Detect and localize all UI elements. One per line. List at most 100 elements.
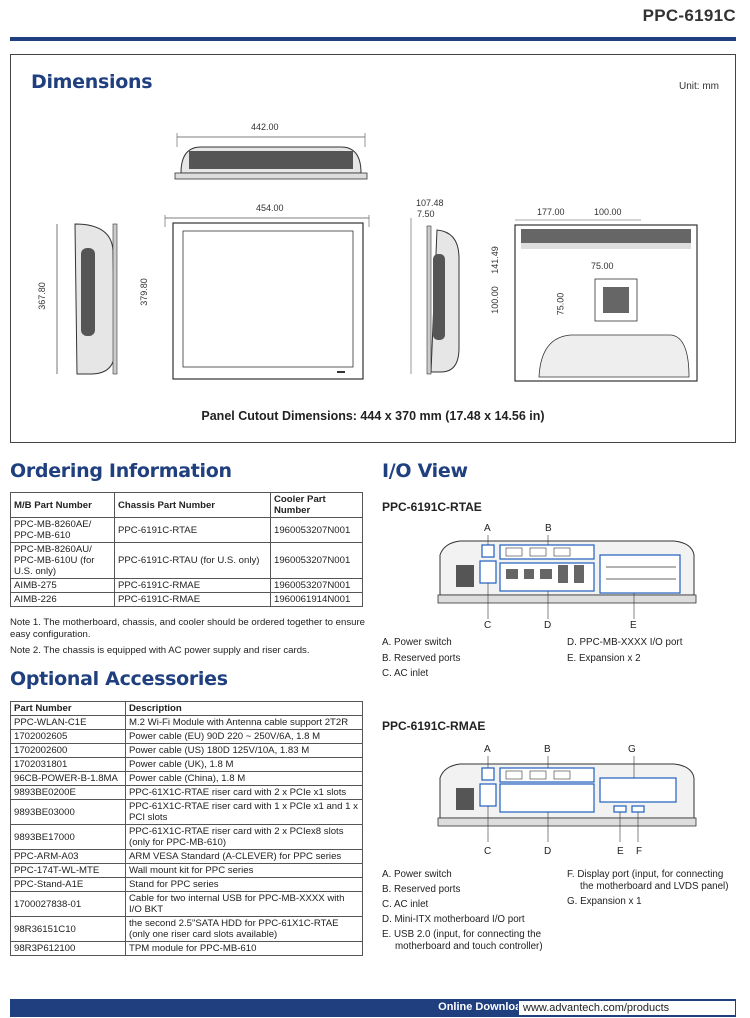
table-cell: PPC-ARM-A03 [10, 849, 126, 864]
accessories-header-description: Description [125, 701, 363, 716]
table-cell: 1702031801 [10, 757, 126, 772]
table-cell: PPC-MB-8260AU/ PPC-MB-610U (for U.S. onl… [10, 542, 115, 579]
legend-item: A. Power switch [382, 869, 452, 880]
legend-item: F. Display port (input, for connecting t… [567, 869, 729, 892]
rtae-subtitle: PPC-6191C-RTAE [382, 500, 482, 514]
table-cell: PPC-61X1C-RTAE riser card with 1 x PCIe … [125, 799, 363, 825]
table-cell: 98R3P612100 [10, 941, 126, 956]
rtae-letter-d: D [544, 620, 552, 631]
dim-depth-2: 7.50 [417, 209, 435, 219]
dim-vesa-h: 75.00 [555, 292, 566, 316]
dim-top-width: 442.00 [251, 122, 279, 132]
table-cell: PPC-6191C-RTAU (for U.S. only) [114, 542, 271, 579]
ordering-note-2: Note 2. The chassis is equipped with AC … [10, 645, 310, 656]
table-cell: Wall mount kit for PPC series [125, 863, 363, 878]
dim-rear-w1: 177.00 [537, 207, 565, 217]
legend-item: G. Expansion x 1 [567, 896, 642, 907]
table-cell: AIMB-275 [10, 578, 115, 593]
rmae-letter-f: F [636, 846, 643, 857]
ordering-title: Ordering Information [10, 460, 232, 482]
dim-depth: 107.48 [416, 198, 444, 208]
rmae-letter-a: A [484, 744, 491, 755]
top-view-drawing [174, 133, 368, 180]
header-rule [10, 37, 736, 41]
dim-front-height: 379.80 [138, 278, 149, 306]
legend-item: C. AC inlet [382, 668, 429, 679]
table-cell: Stand for PPC series [125, 877, 363, 892]
dim-rear-h2: 100.00 [489, 286, 500, 314]
legend-item: B. Reserved ports [382, 884, 461, 895]
rmae-letter-b: B [544, 744, 551, 755]
rmae-letter-e: E [617, 846, 624, 857]
legend-item: B. Reserved ports [382, 652, 461, 664]
rmae-io-drawing [437, 756, 697, 842]
table-cell: 9893BE03000 [10, 799, 126, 825]
rtae-letter-c: C [484, 620, 492, 631]
table-cell: PPC-MB-8260AE/ PPC-MB-610 [10, 517, 115, 543]
table-cell: PPC-6191C-RMAE [114, 592, 271, 607]
rear-view-drawing [514, 219, 698, 382]
right-side-view-drawing [410, 218, 460, 375]
table-cell: PPC-6191C-RMAE [114, 578, 271, 593]
table-cell: TPM module for PPC-MB-610 [125, 941, 363, 956]
table-cell: 1702002605 [10, 729, 126, 744]
table-row: AIMB-275 PPC-6191C-RMAE 1960053207N001 [10, 578, 363, 593]
accessories-title: Optional Accessories [10, 668, 228, 690]
table-cell: Power cable (UK), 1.8 M [125, 757, 363, 772]
table-cell: PPC-61X1C-RTAE riser card with 2 x PCIe … [125, 785, 363, 800]
table-cell: ARM VESA Standard (A-CLEVER) for PPC ser… [125, 849, 363, 864]
table-cell: 1960053207N001 [270, 578, 363, 593]
dim-rear-h1: 141.49 [489, 246, 500, 274]
rtae-letter-a: A [484, 523, 491, 534]
rtae-legend-left: A. Power switch B. Reserved ports C. AC … [382, 635, 562, 682]
rmae-subtitle: PPC-6191C-RMAE [382, 719, 486, 733]
table-cell: 9893BE17000 [10, 824, 126, 850]
table-row: AIMB-226 PPC-6191C-RMAE 1960061914N001 [10, 592, 363, 607]
dimensions-title: Dimensions [31, 71, 153, 93]
front-view-drawing [164, 215, 370, 380]
rtae-legend-right: D. PPC-MB-XXXX I/O port E. Expansion x 2 [567, 635, 737, 666]
table-cell: Power cable (EU) 90D 220 ~ 250V/6A, 1.8 … [125, 729, 363, 744]
table-cell: PPC-WLAN-C1E [10, 715, 126, 730]
table-cell: 1960053207N001 [270, 517, 363, 543]
table-cell: PPC-174T-WL-MTE [10, 863, 126, 878]
dim-front-width: 454.00 [256, 203, 284, 213]
rtae-letter-b: B [545, 523, 552, 534]
io-view-title: I/O View [382, 460, 468, 482]
rmae-letter-d: D [544, 846, 552, 857]
dimensions-panel: Dimensions Unit: mm 442.00 454.00 379.80… [10, 54, 736, 443]
rmae-legend-right: F. Display port (input, for connecting t… [567, 869, 739, 911]
rmae-letter-c: C [484, 846, 492, 857]
legend-item: C. AC inlet [382, 899, 429, 910]
legend-item: A. Power switch [382, 637, 452, 648]
table-cell: M.2 Wi-Fi Module with Antenna cable supp… [125, 715, 363, 730]
unit-label: Unit: mm [679, 81, 719, 92]
table-cell: PPC-Stand-A1E [10, 877, 126, 892]
left-side-view-drawing [56, 223, 118, 375]
legend-item: E. USB 2.0 (input, for connecting the mo… [382, 929, 543, 952]
table-cell: 1960053207N001 [270, 542, 363, 579]
dim-side-height: 367.80 [36, 282, 47, 310]
ordering-header-cooler: Cooler Part Number [270, 492, 363, 518]
rmae-letter-g: G [628, 744, 636, 755]
table-cell: AIMB-226 [10, 592, 115, 607]
legend-item: D. PPC-MB-XXXX I/O port [567, 637, 683, 648]
footer-url-link[interactable]: www.advantech.com/products [518, 1000, 736, 1016]
ordering-header-mb: M/B Part Number [10, 492, 115, 518]
table-cell: Power cable (US) 180D 125V/10A, 1.83 M [125, 743, 363, 758]
legend-item: D. Mini-ITX motherboard I/O port [382, 914, 525, 925]
ordering-note-1: Note 1. The motherboard, chassis, and co… [10, 617, 366, 640]
table-cell: 1700027838-01 [10, 891, 126, 917]
